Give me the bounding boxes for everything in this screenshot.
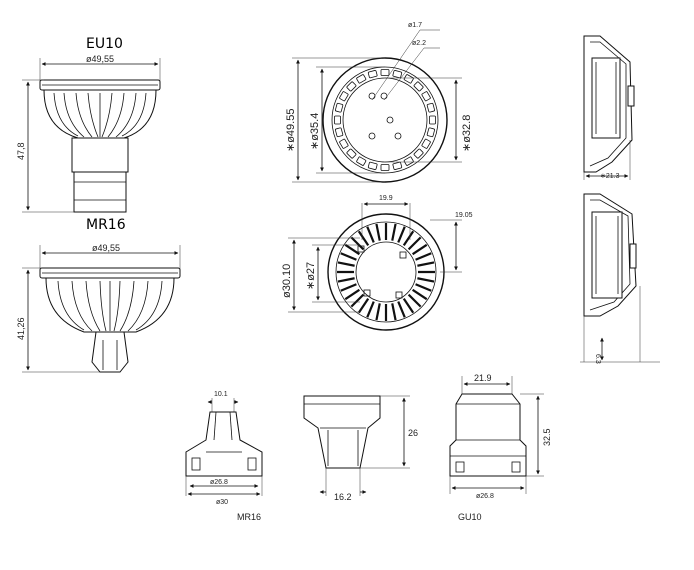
led-slot [392, 70, 403, 79]
fin-slot [402, 297, 415, 314]
fin-slot [397, 301, 406, 318]
back-inner-dim: ∗ø27 [305, 262, 317, 290]
led-slot [380, 69, 390, 76]
led-slot [426, 127, 435, 138]
led-slot [392, 161, 403, 170]
side-step-dim: 6.3 [594, 354, 601, 364]
front-inner-dim: ∗ø32.8 [461, 115, 473, 152]
led-slot [346, 81, 357, 92]
fin-ring [337, 223, 435, 321]
front-hole2-dim: ø2.2 [412, 40, 426, 47]
led-slot [421, 91, 431, 102]
mr16-bottom-label: MR16 [237, 512, 261, 522]
fin-slot [357, 230, 370, 247]
mr16-lamp-drawing: MR16 ø49,55 41,26 [16, 217, 181, 373]
fin-slot [366, 301, 375, 318]
fin-slot [375, 303, 381, 321]
front-mid-dim: ∗ø35.4 [309, 113, 321, 150]
led-slot [334, 115, 341, 125]
led-slot [335, 102, 344, 113]
fin-slot [337, 261, 355, 267]
side-depth-dim: ∗21.3 [600, 173, 620, 180]
led-slot [413, 81, 424, 92]
pin-base-outer-dim: ø30 [216, 499, 228, 506]
front-hole1-dim: ø1.7 [408, 22, 422, 29]
mr16-height-dim: 41,26 [16, 317, 26, 340]
gu10-height-dim: 32.5 [542, 428, 552, 446]
front-outer-ring [322, 57, 448, 183]
led-slot [421, 138, 431, 149]
led-slot [413, 148, 424, 159]
led-slot [356, 74, 367, 84]
side-section-bottom: 6.3 [580, 193, 660, 364]
led-slot [335, 127, 344, 138]
fin-slot [417, 277, 435, 283]
fin-slot [415, 283, 432, 292]
fin-slot [340, 252, 357, 261]
led-slot [339, 91, 349, 102]
eu10-diameter-dim: ø49,55 [86, 54, 114, 64]
fin-slot [357, 297, 370, 314]
fin-slot [391, 303, 397, 321]
mr16-title: MR16 [86, 217, 126, 233]
fin-slot [407, 293, 422, 308]
front-outer-dim: ∗ø49.55 [285, 109, 297, 152]
led-slot [403, 156, 414, 166]
back-outer-dim: ø30.10 [281, 264, 293, 298]
fin-slot [417, 261, 435, 267]
gu10-top-dim: 21.9 [474, 373, 492, 383]
fin-slot [344, 243, 361, 256]
fin-slot [391, 223, 397, 241]
fin-slot [411, 243, 428, 256]
mr16-diameter-dim: ø49,55 [92, 243, 120, 253]
fin-slot [397, 226, 406, 243]
pin-base-inner-dim: ø26.8 [210, 479, 228, 486]
gu10-base-dim: ø26.8 [476, 493, 494, 500]
eu10-lamp-drawing: EU10 ø49,55 47,8 [16, 36, 161, 213]
neck-width-dim: 16.2 [334, 492, 352, 502]
front-view-drawing: ø1.7 ø2.2 ∗ø49.55 ∗ø35.4 ∗ø32.8 [285, 22, 473, 183]
led-slot [356, 156, 367, 166]
fin-slot [337, 277, 355, 283]
fin-slot [402, 230, 415, 247]
fin-slot [350, 293, 365, 308]
led-slot [367, 161, 378, 170]
led-slot [429, 115, 436, 125]
led-slot [426, 102, 435, 113]
led-ring [334, 69, 436, 171]
fin-slot [350, 236, 365, 251]
pin-top-dim: 10.1 [214, 391, 228, 398]
led-slot [339, 138, 349, 149]
fin-slot [411, 288, 428, 301]
fin-slot [366, 226, 375, 243]
fin-slot [344, 288, 361, 301]
fin-slot [415, 252, 432, 261]
mr16-pin-detail: 10.1 ø26.8 ø30 MR16 [185, 391, 263, 522]
neck-section-detail: 26 16.2 [303, 395, 418, 502]
led-slot [346, 148, 357, 159]
back-side-dim: 19.05 [455, 212, 473, 219]
gu10-bottom-label: GU10 [458, 512, 482, 522]
led-slot [367, 70, 378, 79]
led-slot [380, 164, 390, 171]
back-view-drawing: 19.9 19.05 ø30.10 ∗ø27 [281, 195, 473, 331]
fin-slot [407, 236, 422, 251]
fin-slot [340, 283, 357, 292]
side-section-top: ∗21.3 [583, 35, 635, 180]
back-width-dim: 19.9 [379, 195, 393, 202]
gu10-detail: 21.9 32.5 ø26.8 GU10 [449, 373, 552, 522]
neck-height-dim: 26 [408, 428, 418, 438]
eu10-height-dim: 47,8 [16, 142, 26, 160]
fin-slot [375, 223, 381, 241]
eu10-title: EU10 [86, 36, 123, 52]
led-slot [403, 74, 414, 84]
